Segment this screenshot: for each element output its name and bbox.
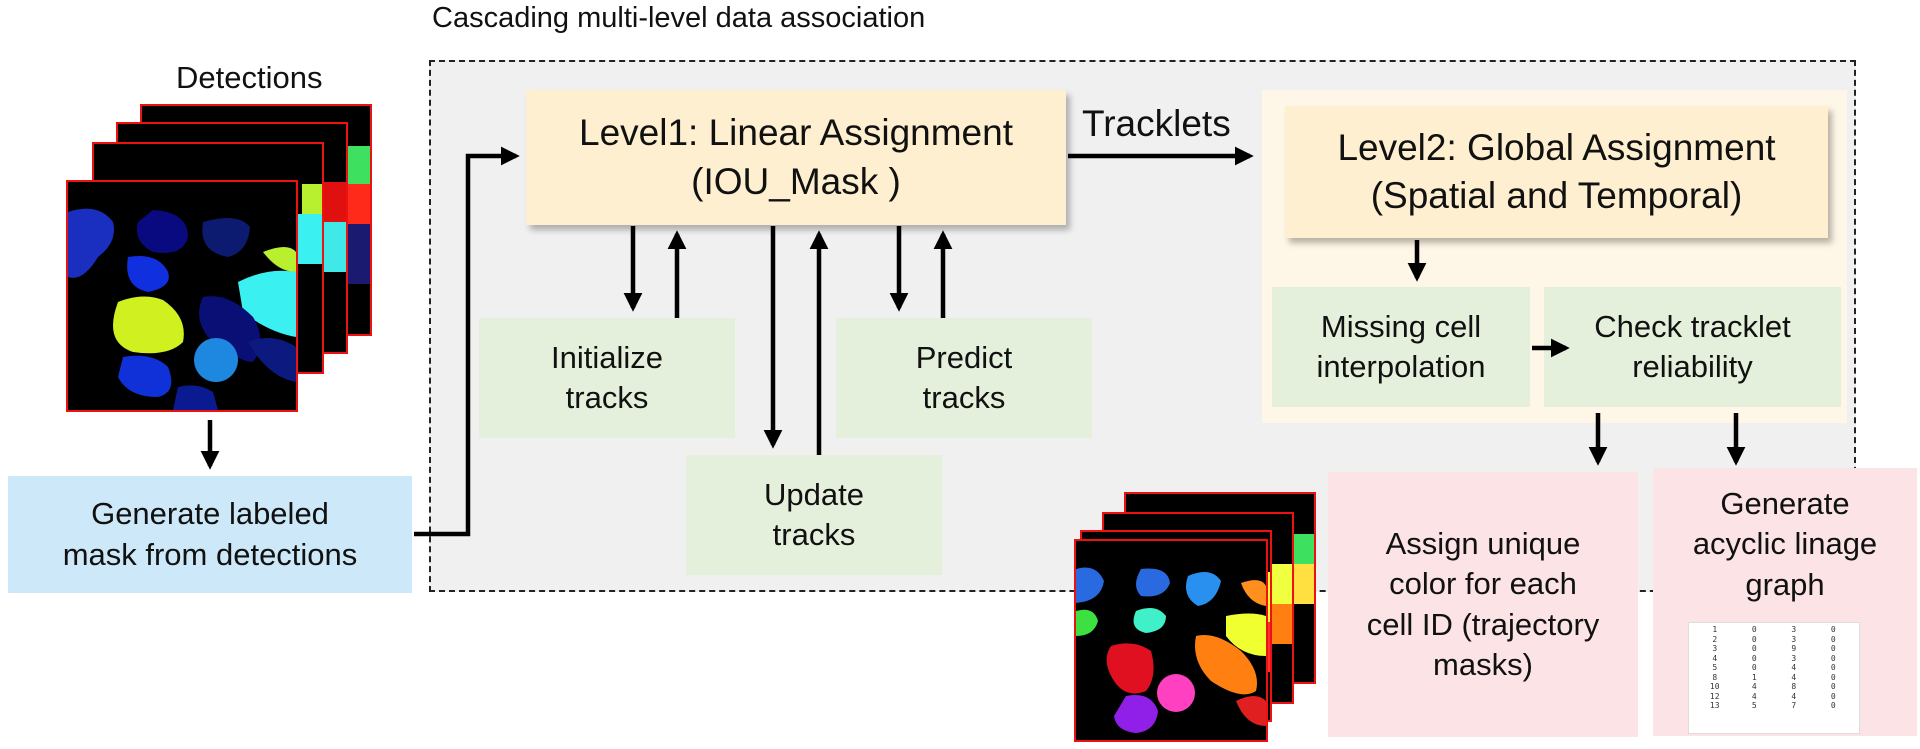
lineage-table-cell: 0 — [1830, 625, 1836, 634]
missing-line1: Missing cell — [1320, 308, 1482, 344]
lineage-table-cell: 9 — [1791, 644, 1797, 653]
level1-line1: Level1: Linear Assignment — [579, 112, 1013, 154]
lineage-table-cell: 0 — [1751, 644, 1757, 653]
assign-unique-color-box: Assign unique color for each cell ID (tr… — [1328, 472, 1638, 737]
level2-line1: Level2: Global Assignment — [1337, 126, 1776, 168]
diagram-title: Cascading multi-level data association — [432, 2, 926, 34]
level1-line2: (IOU_Mask ) — [691, 160, 901, 202]
lineage-table-row: 3 0 9 0 — [1695, 644, 1853, 654]
level2-box: Level2: Global Assignment (Spatial and T… — [1285, 106, 1828, 238]
lineage-table-cell: 4 — [1791, 691, 1797, 701]
lineage-table-cell: 3 — [1791, 625, 1797, 634]
check-line1: Check tracklet — [1594, 308, 1791, 344]
generate-box-line1: Generate labeled — [91, 496, 329, 532]
assign-line4: masks) — [1433, 646, 1533, 682]
lineage-table-row: 10 4 8 0 — [1695, 682, 1853, 692]
level2-line2: (Spatial and Temporal) — [1370, 175, 1743, 216]
tracklets-label: Tracklets — [1082, 103, 1231, 144]
lineage-table-cell: 1 — [1712, 625, 1718, 634]
check-line2: reliability — [1632, 349, 1753, 384]
lineage-table-cell: 0 — [1751, 634, 1757, 644]
lineage-table-cell: 0 — [1751, 663, 1757, 672]
lineage-table-row: 8 1 4 0 — [1695, 673, 1853, 683]
trajectory-frame-1 — [1074, 539, 1268, 742]
assign-line1: Assign unique — [1385, 525, 1581, 561]
update-line2: tracks — [772, 517, 856, 552]
lineage-table-cell: 7 — [1791, 701, 1797, 710]
initialize-line2: tracks — [565, 380, 649, 415]
lineage-table-cell: 4 — [1751, 682, 1757, 691]
acyclic-line1: Generate — [1720, 486, 1850, 521]
lineage-table-cell: 0 — [1830, 663, 1836, 672]
level1-box: Level1: Linear Assignment (IOU_Mask ) — [526, 90, 1066, 225]
predict-line1: Predict — [915, 339, 1013, 375]
lineage-table-cell: 4 — [1791, 672, 1797, 682]
detection-frame-1 — [66, 180, 298, 412]
lineage-table-cell: 3 — [1791, 634, 1797, 644]
trajectory-mask-image — [1076, 567, 1266, 733]
initialize-tracks-box: Initialize tracks — [479, 318, 735, 438]
arrow-generate-to-level1 — [414, 146, 520, 537]
lineage-table-row: 13 5 7 0 — [1695, 701, 1853, 711]
detections-label: Detections — [176, 60, 323, 95]
lineage-table-row: 5 0 4 0 — [1695, 663, 1853, 673]
lineage-table-cell: 13 — [1709, 701, 1720, 710]
lineage-table-cell: 0 — [1830, 691, 1836, 701]
predict-tracks-box: Predict tracks — [836, 318, 1092, 438]
generate-box-line2: mask from detections — [62, 536, 358, 572]
lineage-table-cell: 0 — [1830, 644, 1836, 653]
lineage-table-cell: 4 — [1712, 653, 1718, 663]
assign-line3: cell ID (trajectory — [1366, 606, 1600, 642]
lineage-table-cell: 4 — [1791, 663, 1797, 672]
lineage-table-row: 1 0 3 0 — [1695, 625, 1853, 635]
lineage-table-cell: 0 — [1751, 653, 1757, 663]
lineage-table-cell: 5 — [1751, 701, 1757, 710]
lineage-table-cell: 0 — [1830, 682, 1836, 691]
lineage-table-cell: 8 — [1712, 672, 1718, 682]
acyclic-line3: graph — [1745, 566, 1825, 602]
cell-mask-image — [68, 208, 296, 410]
lineage-table-cell: 3 — [1791, 653, 1797, 663]
missing-line2: interpolation — [1316, 349, 1486, 384]
generate-labeled-mask-box: Generate labeled mask from detections — [8, 476, 412, 593]
lineage-table-cell: 12 — [1709, 691, 1720, 701]
lineage-table-cell: 10 — [1709, 682, 1720, 691]
lineage-table-cell: 0 — [1830, 701, 1836, 710]
missing-cell-interpolation-box: Missing cell interpolation — [1272, 287, 1530, 407]
check-tracklet-reliability-box: Check tracklet reliability — [1544, 287, 1841, 407]
lineage-table-cell: 1 — [1751, 672, 1757, 682]
lineage-table-cell: 8 — [1791, 682, 1797, 691]
lineage-table-cell: 0 — [1830, 672, 1836, 682]
assign-line2: color for each — [1389, 566, 1577, 602]
lineage-table-cell: 0 — [1830, 653, 1836, 663]
update-line1: Update — [764, 476, 864, 512]
lineage-table-cell: 2 — [1712, 634, 1718, 644]
predict-line2: tracks — [922, 380, 1006, 415]
lineage-table-cell: 0 — [1830, 634, 1836, 644]
lineage-table-cell: 3 — [1712, 644, 1718, 653]
acyclic-line2: acyclic linage — [1692, 526, 1878, 562]
lineage-table-row: 4 0 3 0 — [1695, 654, 1853, 664]
update-tracks-box: Update tracks — [686, 455, 942, 575]
lineage-table-row: 12 4 4 0 — [1695, 692, 1853, 702]
lineage-table-cell: 4 — [1751, 691, 1757, 701]
lineage-table-cell: 5 — [1712, 663, 1718, 672]
lineage-table-cell: 0 — [1751, 625, 1757, 634]
initialize-line1: Initialize — [551, 339, 663, 375]
